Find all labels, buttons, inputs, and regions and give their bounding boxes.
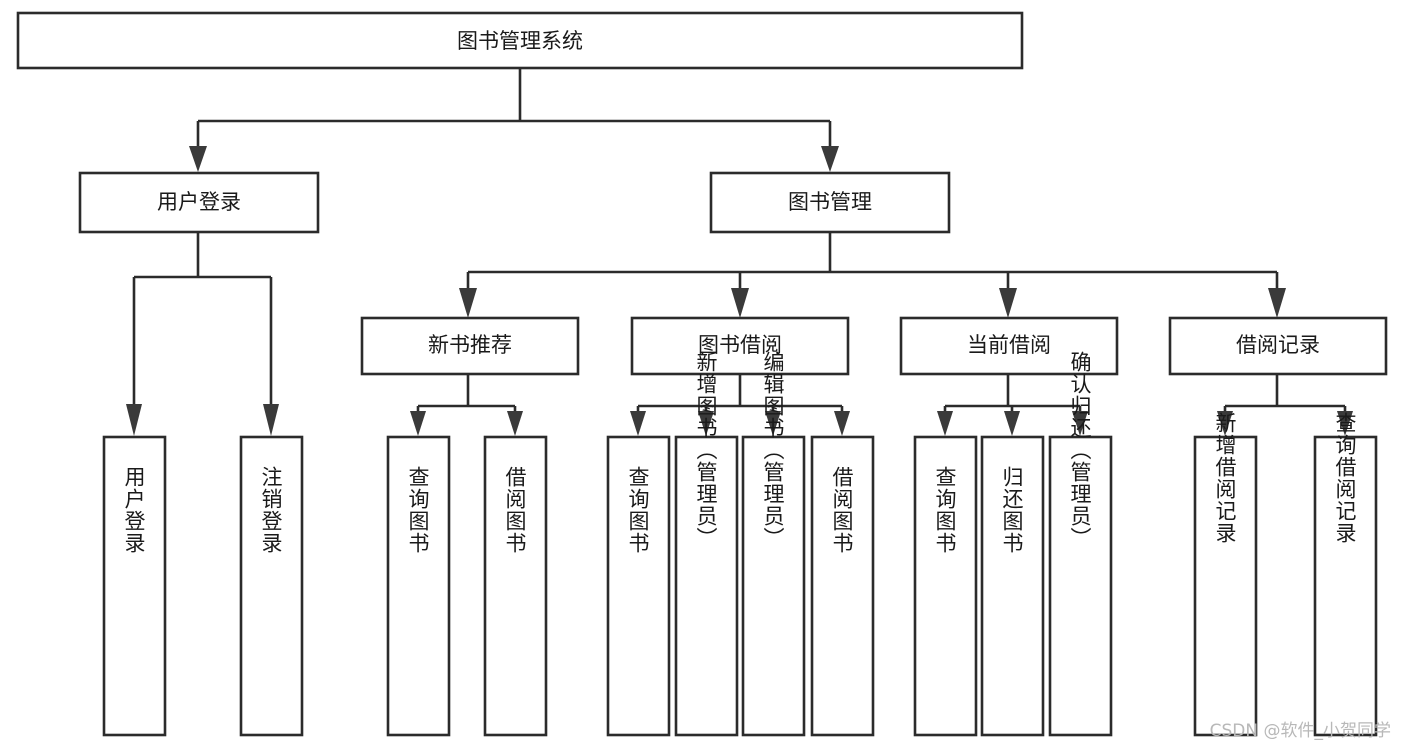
node-leaf-return-book-box[interactable] [980, 435, 1045, 737]
node-book-manage-box[interactable] [709, 171, 951, 234]
node-leaf-edit-book-box[interactable] [741, 435, 806, 737]
arrowhead-return-book [1004, 411, 1020, 436]
arrowhead-query-book-2 [630, 411, 646, 436]
node-book-borrow-label: 图书借阅 [698, 333, 782, 357]
arrowhead-query-record [1337, 411, 1353, 436]
node-leaf-borrow-book-2-box[interactable] [810, 435, 875, 737]
node-leaf-add-record-label: 新增借阅记录 [1213, 412, 1237, 544]
node-leaf-query-record-box[interactable] [1313, 435, 1378, 737]
arrowhead-current-borrow [999, 288, 1017, 318]
arrowhead-borrow-book-1 [507, 411, 523, 436]
node-leaf-edit-book[interactable]: 编辑图书（管理员） [741, 351, 806, 737]
node-book-borrow-box[interactable] [630, 316, 850, 376]
node-leaf-confirm-return-label: 确认归还（管理员） [1068, 351, 1092, 549]
node-leaf-borrow-book-2[interactable]: 借阅图书 [810, 435, 875, 737]
arrowhead-edit-book [765, 411, 781, 436]
node-leaf-user-login-box[interactable] [102, 435, 167, 737]
node-leaf-query-book-3-box[interactable] [913, 435, 978, 737]
node-book-manage[interactable]: 图书管理 [709, 171, 951, 234]
arrowhead-confirm-return [1072, 411, 1088, 436]
node-new-book-rec-label: 新书推荐 [428, 333, 512, 357]
node-leaf-confirm-return-box[interactable] [1048, 435, 1113, 737]
node-leaf-confirm-return[interactable]: 确认归还（管理员） [1048, 351, 1113, 737]
node-leaf-borrow-book-1-label: 借阅图书 [503, 466, 527, 554]
node-leaf-query-book-3-label: 查询图书 [933, 466, 957, 554]
csdn-watermark: CSDN @软件_小贺同学 [1209, 721, 1391, 741]
node-leaf-edit-book-label: 编辑图书（管理员） [761, 351, 785, 549]
node-root-label: 图书管理系统 [457, 29, 583, 53]
arrowhead-query-book-1 [410, 411, 426, 436]
node-user-login-box[interactable] [78, 171, 320, 234]
node-new-book-rec-box[interactable] [360, 316, 580, 376]
node-leaf-logout-label: 注销登录 [259, 466, 283, 554]
node-leaf-add-record[interactable]: 新增借阅记录 [1193, 412, 1258, 737]
node-book-manage-label: 图书管理 [788, 190, 872, 214]
arrowhead-new-book-rec [459, 288, 477, 318]
node-borrow-record-label: 借阅记录 [1236, 333, 1320, 357]
node-user-login[interactable]: 用户登录 [78, 171, 320, 234]
node-leaf-add-book-label: 新增图书（管理员） [694, 351, 718, 549]
arrowhead-query-book-3 [937, 411, 953, 436]
arrowhead-layer [126, 146, 1353, 436]
node-borrow-record[interactable]: 借阅记录 [1168, 316, 1388, 376]
node-leaf-query-book-1-box[interactable] [386, 435, 451, 737]
node-leaf-query-book-1-label: 查询图书 [406, 466, 430, 554]
node-borrow-record-box[interactable] [1168, 316, 1388, 376]
node-new-book-rec[interactable]: 新书推荐 [360, 316, 580, 376]
node-leaf-query-record-label: 查询借阅记录 [1333, 412, 1357, 544]
node-leaf-borrow-book-2-label: 借阅图书 [830, 466, 854, 554]
node-user-login-label: 用户登录 [157, 190, 241, 214]
node-leaf-add-record-box[interactable] [1193, 435, 1258, 737]
node-book-borrow[interactable]: 图书借阅 [630, 316, 850, 376]
arrowhead-add-record [1217, 411, 1233, 436]
node-leaf-logout[interactable]: 注销登录 [239, 435, 304, 737]
node-current-borrow-box[interactable] [899, 316, 1119, 376]
node-leaf-user-login[interactable]: 用户登录 [102, 435, 167, 737]
arrowhead-book-manage [821, 146, 839, 172]
node-current-borrow[interactable]: 当前借阅 [899, 316, 1119, 376]
arrowhead-borrow-record [1268, 288, 1286, 318]
arrowhead-leaf-logout [263, 404, 279, 436]
node-leaf-return-book[interactable]: 归还图书 [980, 435, 1045, 737]
node-root[interactable]: 图书管理系统 [16, 11, 1024, 70]
node-current-borrow-label: 当前借阅 [967, 333, 1051, 357]
arrowhead-leaf-user-login [126, 404, 142, 436]
node-leaf-query-book-3[interactable]: 查询图书 [913, 435, 978, 737]
arrowhead-add-book [698, 411, 714, 436]
node-leaf-borrow-book-1[interactable]: 借阅图书 [483, 435, 548, 737]
node-leaf-query-record[interactable]: 查询借阅记录 [1313, 412, 1378, 737]
node-leaf-query-book-2-label: 查询图书 [626, 466, 650, 554]
node-leaf-query-book-1[interactable]: 查询图书 [386, 435, 451, 737]
arrowhead-borrow-book-2 [834, 411, 850, 436]
node-leaf-logout-box[interactable] [239, 435, 304, 737]
arrowhead-user-login [189, 146, 207, 172]
node-leaf-add-book-box[interactable] [674, 435, 739, 737]
node-leaf-borrow-book-1-box[interactable] [483, 435, 548, 737]
node-leaf-query-book-2[interactable]: 查询图书 [606, 435, 671, 737]
arrowhead-book-borrow [731, 288, 749, 318]
node-leaf-user-login-label: 用户登录 [122, 466, 146, 554]
node-leaf-add-book[interactable]: 新增图书（管理员） [674, 351, 739, 737]
node-leaf-return-book-label: 归还图书 [1000, 466, 1024, 554]
node-root-box[interactable] [16, 11, 1024, 70]
node-leaf-query-book-2-box[interactable] [606, 435, 671, 737]
